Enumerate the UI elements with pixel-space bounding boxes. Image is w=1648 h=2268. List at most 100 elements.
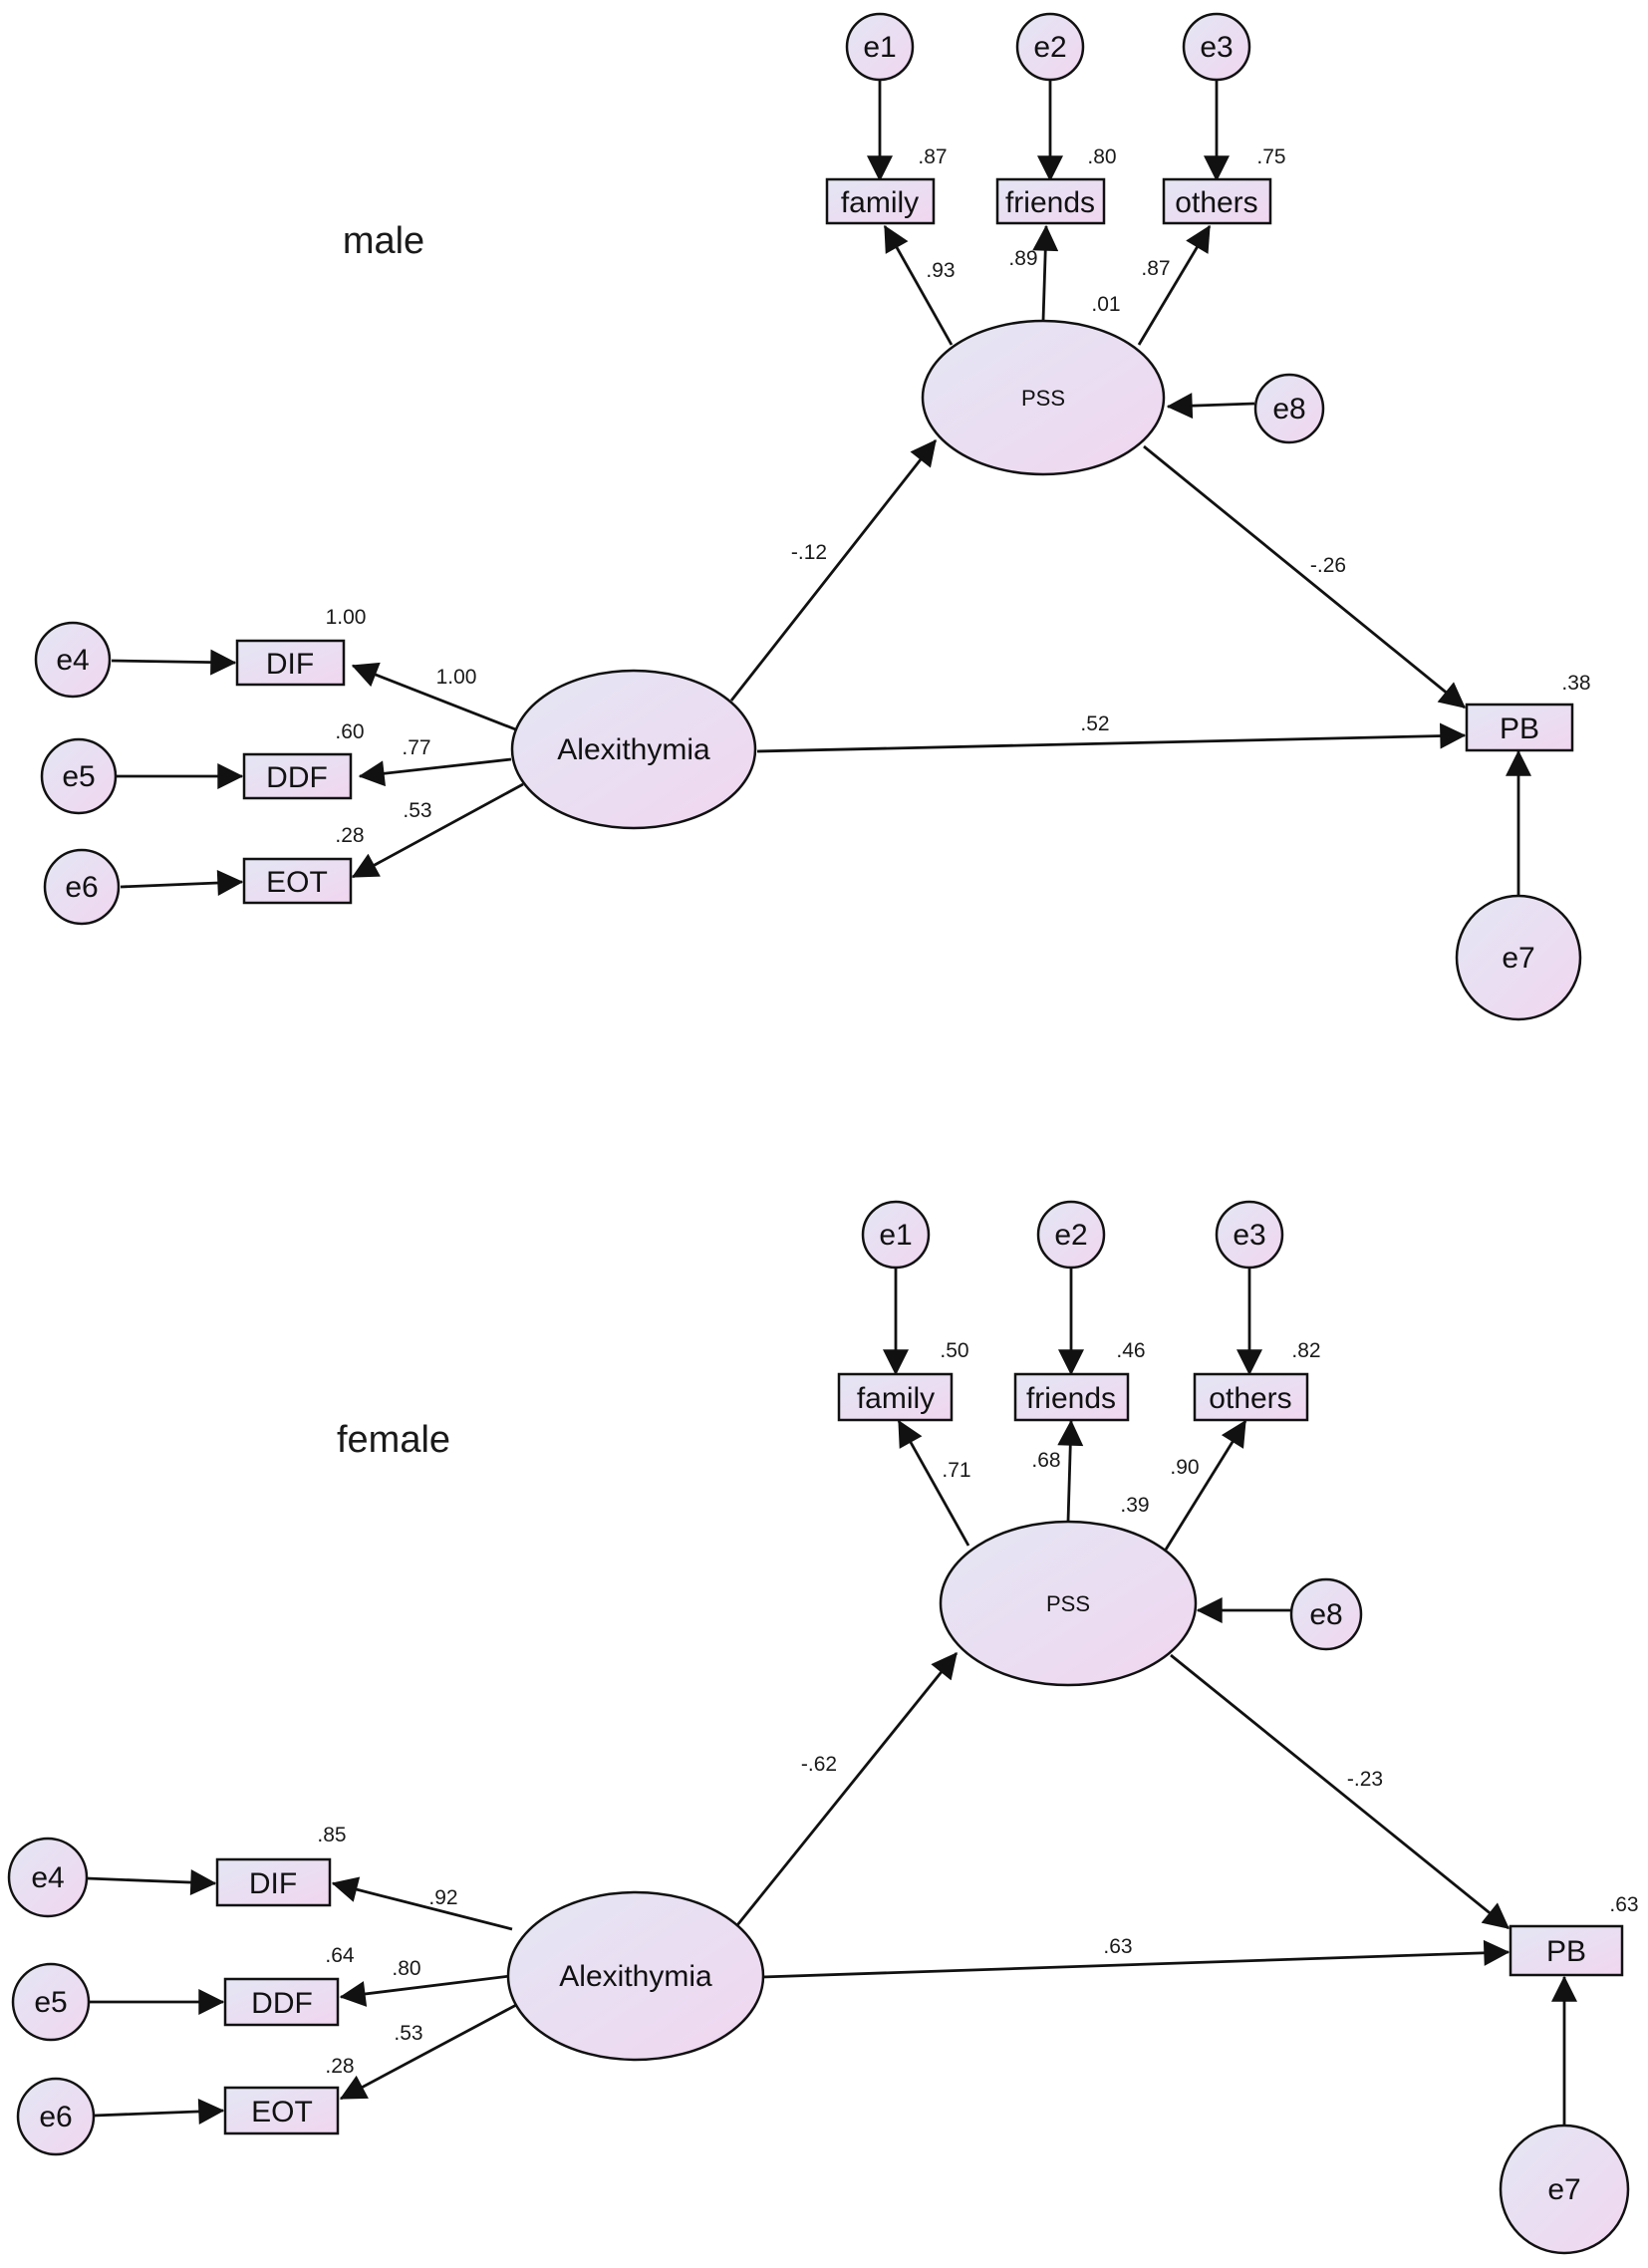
node-label: PB xyxy=(1546,1935,1586,1968)
node-label: e4 xyxy=(56,644,89,677)
latent-node-alexithymia: Alexithymia xyxy=(510,669,757,830)
error-node-e7: e7 xyxy=(1455,894,1582,1021)
node-label: e3 xyxy=(1233,1219,1265,1252)
r2-pb: .38 xyxy=(1561,672,1590,695)
node-label: e8 xyxy=(1309,1598,1342,1631)
latent-node-pss: PSS xyxy=(921,319,1166,476)
node-label: e1 xyxy=(879,1219,912,1252)
observed-node-pb: PB xyxy=(1509,1924,1624,1977)
error-node-e3: e3 xyxy=(1182,12,1251,82)
node-label: friends xyxy=(1026,1382,1116,1415)
error-node-e4: e4 xyxy=(34,621,112,699)
path-coef-pss-friends: .89 xyxy=(1008,247,1037,270)
node-label: e8 xyxy=(1272,393,1305,425)
edge-e4-dif xyxy=(111,649,237,676)
node-label: Alexithymia xyxy=(557,733,710,766)
edge-e8-pss xyxy=(1166,393,1255,420)
path-coef-pss-family: .93 xyxy=(926,259,955,282)
edge-pss-others xyxy=(1137,224,1212,346)
path-coef-alex-dif: 1.00 xyxy=(436,666,477,689)
observed-node-dif: DIF xyxy=(215,1857,332,1907)
error-node-e5: e5 xyxy=(40,737,118,815)
path-coef-alex-ddf: .77 xyxy=(402,736,430,759)
path-coef-alex-dif: .92 xyxy=(428,1886,457,1909)
r2-ddf: .64 xyxy=(325,1944,355,1967)
r2-ddf: .60 xyxy=(335,720,364,743)
error-node-e4: e4 xyxy=(7,1837,89,1918)
r2-friends: .46 xyxy=(1116,1339,1145,1362)
panel-male: male e1 e2 e3 e8 xyxy=(34,12,1591,1021)
r2-eot: .28 xyxy=(325,2055,354,2078)
edge-alex-pb xyxy=(756,722,1467,753)
node-label: PB xyxy=(1500,712,1539,745)
r2-pss: .39 xyxy=(1120,1494,1149,1517)
edge-alex-ddf xyxy=(339,1974,511,2007)
node-label: DIF xyxy=(266,648,314,681)
node-label: family xyxy=(841,186,919,219)
edge-pss-others xyxy=(1164,1419,1247,1551)
r2-others: .82 xyxy=(1291,1339,1320,1362)
node-label: e2 xyxy=(1054,1219,1087,1252)
path-coef-pss-pb: -.26 xyxy=(1310,554,1346,577)
node-label: others xyxy=(1209,1382,1291,1415)
path-coef-alex-eot: .53 xyxy=(394,2022,422,2045)
observed-node-ddf: DDF xyxy=(223,1977,340,2027)
error-node-e5: e5 xyxy=(11,1962,91,2042)
observed-node-family: family xyxy=(837,1372,954,1422)
node-label: Alexithymia xyxy=(559,1960,712,1993)
path-coef-alex-pb: .63 xyxy=(1103,1935,1132,1958)
r2-eot: .28 xyxy=(335,824,364,847)
node-label: EOT xyxy=(266,866,328,899)
error-node-e8: e8 xyxy=(1253,373,1325,444)
observed-node-dif: DIF xyxy=(235,639,346,687)
r2-dif: 1.00 xyxy=(326,606,367,629)
edge-alex-pss xyxy=(735,1651,959,1926)
node-label: e5 xyxy=(62,760,95,793)
edge-pss-pb xyxy=(1143,444,1467,709)
path-coef-alex-pss: -.62 xyxy=(801,1753,837,1776)
observed-node-eot: EOT xyxy=(223,2086,340,2135)
error-node-e6: e6 xyxy=(16,2077,96,2156)
error-node-e6: e6 xyxy=(43,848,121,926)
error-node-e7: e7 xyxy=(1499,2124,1630,2255)
node-label: PSS xyxy=(1021,386,1065,411)
edge-e4-dif xyxy=(86,1869,217,1896)
observed-node-friends: friends xyxy=(1013,1372,1130,1422)
path-coef-pss-pb: -.23 xyxy=(1347,1768,1383,1791)
node-label: DDF xyxy=(251,1987,313,2020)
path-coef-alex-pss: -.12 xyxy=(791,541,827,564)
edge-alex-pb xyxy=(761,1939,1511,1979)
observed-node-friends: friends xyxy=(995,177,1106,225)
r2-friends: .80 xyxy=(1087,145,1116,168)
node-label: e7 xyxy=(1502,942,1534,975)
r2-others: .75 xyxy=(1256,145,1285,168)
edge-alex-ddf xyxy=(358,757,512,787)
node-label: e5 xyxy=(34,1986,67,2019)
node-label: PSS xyxy=(1046,1591,1090,1616)
error-node-e8: e8 xyxy=(1289,1577,1363,1651)
edge-alex-dif xyxy=(331,1876,513,1931)
panel-female: female e1 e2 e3 xyxy=(7,1200,1639,2255)
node-label: others xyxy=(1175,186,1257,219)
error-node-e1: e1 xyxy=(845,12,915,82)
observed-node-family: family xyxy=(825,177,936,225)
panel-title: male xyxy=(343,220,424,262)
error-node-e2: e2 xyxy=(1036,1200,1106,1270)
node-label: DDF xyxy=(266,761,328,794)
path-coef-pss-family: .71 xyxy=(942,1459,970,1482)
node-label: e7 xyxy=(1547,2173,1580,2206)
error-node-e2: e2 xyxy=(1015,12,1085,82)
observed-node-eot: EOT xyxy=(242,857,353,905)
node-label: e1 xyxy=(863,31,896,64)
r2-pb: .63 xyxy=(1609,1893,1638,1916)
path-coef-pss-friends: .68 xyxy=(1031,1449,1060,1472)
observed-node-others: others xyxy=(1193,1372,1309,1422)
edge-alex-eot xyxy=(351,782,524,879)
path-coef-alex-eot: .53 xyxy=(403,799,431,822)
node-label: friends xyxy=(1005,186,1095,219)
edge-pss-family xyxy=(883,224,954,346)
observed-node-pb: PB xyxy=(1465,703,1574,752)
r2-pss: .01 xyxy=(1091,293,1120,316)
edge-alex-eot xyxy=(339,2002,519,2101)
